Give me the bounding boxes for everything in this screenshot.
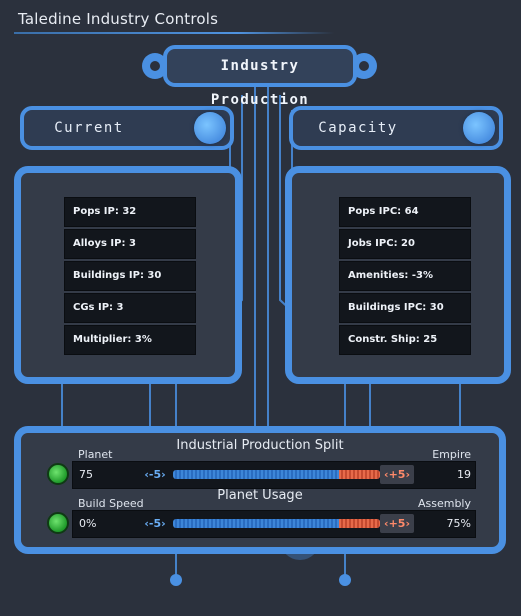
usage-slider-row: 0% ‹-5› ‹+5› 75% [72,510,476,538]
capacity-header: Capacity [289,106,503,150]
stat-multiplier: Multiplier: 3% [64,325,196,355]
window-title: Taledine Industry Controls [18,10,219,28]
industry-production-header: Industry Production [163,45,357,108]
stat-amenities: Amenities: -3% [339,261,471,291]
stat-alloys-ip: Alloys IP: 3 [64,229,196,259]
split-title: Industrial Production Split [176,438,344,453]
split-left-value: 75 [79,468,93,481]
stat-pops-ip: Pops IP: 32 [64,197,196,227]
usage-increase-label: +5 [388,517,406,530]
split-slider-track[interactable] [173,470,380,479]
current-knob-icon [194,112,226,144]
split-right-value: 19 [457,468,471,481]
title-underline [14,32,334,34]
usage-increase-button[interactable]: ‹+5› [380,514,414,533]
capacity-knob-icon [463,112,495,144]
capacity-label: Capacity [318,120,398,136]
usage-right-caption: Assembly [417,497,471,510]
usage-left-caption: Build Speed [78,497,144,510]
capacity-stat-list: Pops IPC: 64 Jobs IPC: 20 Amenities: -3%… [339,197,471,357]
split-increase-button[interactable]: ‹+5› [380,465,414,484]
current-stat-list: Pops IP: 32 Alloys IP: 3 Buildings IP: 3… [64,197,196,357]
stat-constr-ship: Constr. Ship: 25 [339,325,471,355]
stat-cgs-ip: CGs IP: 3 [64,293,196,323]
header-title: Industry Production [210,58,310,108]
usage-decrease-button[interactable]: ‹-5› [144,517,166,530]
current-label: Current [54,120,124,136]
stat-pops-ipc: Pops IPC: 64 [339,197,471,227]
usage-title: Planet Usage [217,488,303,503]
usage-decrease-label: -5 [148,517,162,530]
usage-confirm-button[interactable] [47,512,69,534]
stat-jobs-ipc: Jobs IPC: 20 [339,229,471,259]
current-header: Current [20,106,234,150]
split-decrease-label: -5 [148,468,162,481]
split-slider-fill [338,470,380,479]
split-decrease-button[interactable]: ‹-5› [144,468,166,481]
split-right-caption: Empire [432,448,471,461]
usage-slider-track[interactable] [173,519,380,528]
usage-slider-fill [338,519,380,528]
split-increase-label: +5 [388,468,406,481]
split-left-caption: Planet [78,448,113,461]
stat-buildings-ipc: Buildings IPC: 30 [339,293,471,323]
usage-right-value: 75% [446,517,471,530]
stat-buildings-ip: Buildings IP: 30 [64,261,196,291]
usage-left-value: 0% [79,517,97,530]
split-slider-row: 75 ‹-5› ‹+5› 19 [72,461,476,489]
split-confirm-button[interactable] [47,463,69,485]
